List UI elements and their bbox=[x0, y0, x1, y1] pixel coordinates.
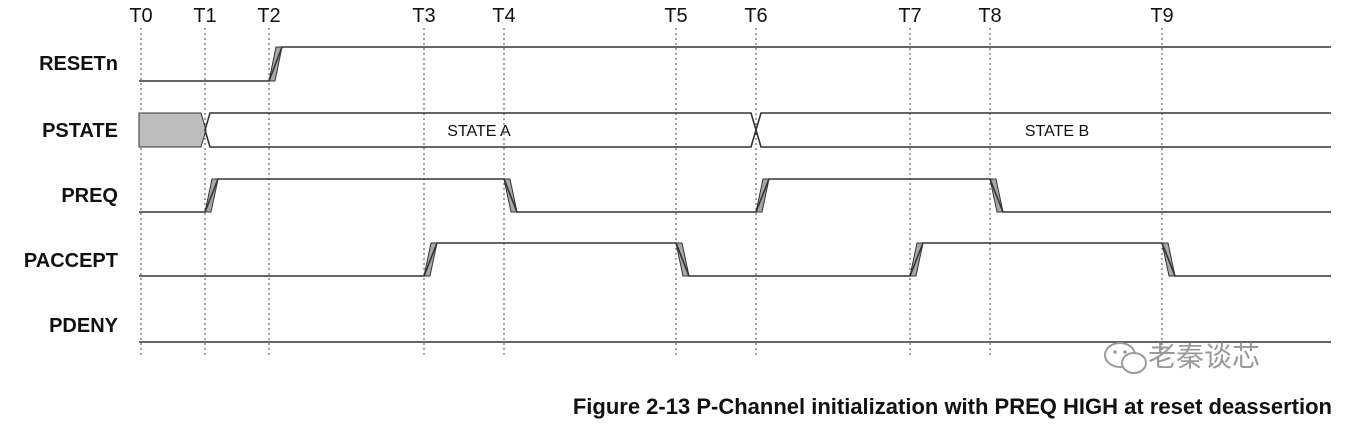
bus-unknown-region bbox=[138, 112, 207, 148]
time-gridlines bbox=[140, 28, 1163, 356]
signal-line bbox=[139, 46, 1331, 82]
signal-line bbox=[139, 242, 1331, 277]
watermark: 老秦谈芯 bbox=[1104, 340, 1260, 374]
time-marker-t7: T7 bbox=[898, 5, 921, 27]
time-marker-t5: T5 bbox=[664, 5, 687, 27]
figure-caption: Figure 2-13 P-Channel initialization wit… bbox=[573, 394, 1332, 419]
waveform-resetn bbox=[139, 46, 1331, 82]
bus-segment bbox=[755, 112, 1331, 148]
time-marker-t1: T1 bbox=[193, 5, 216, 27]
signal-label-preq: PREQ bbox=[61, 185, 118, 207]
watermark-text: 老秦谈芯 bbox=[1148, 340, 1260, 373]
signal-label-pdeny: PDENY bbox=[49, 315, 119, 337]
signal-label-resetn: RESETn bbox=[39, 53, 118, 75]
time-marker-t6: T6 bbox=[744, 5, 767, 27]
time-marker-t8: T8 bbox=[978, 5, 1001, 27]
time-marker-t3: T3 bbox=[412, 5, 435, 27]
waveform-pstate: STATE A STATE B bbox=[138, 112, 1331, 148]
waveforms: STATE A STATE B bbox=[138, 46, 1331, 343]
bus-value-label: STATE A bbox=[447, 123, 511, 140]
bus-value-label: STATE B bbox=[1025, 123, 1089, 140]
wechat-icon bbox=[1104, 342, 1147, 374]
time-marker-labels: T0 T1 T2 T3 T4 T5 T6 T7 T8 T9 bbox=[129, 5, 1173, 27]
signal-label-paccept: PACCEPT bbox=[24, 250, 118, 272]
waveform-preq bbox=[139, 178, 1331, 213]
signal-label-pstate: PSTATE bbox=[42, 120, 118, 142]
time-marker-t4: T4 bbox=[492, 5, 515, 27]
waveform-paccept bbox=[139, 242, 1331, 277]
time-marker-t9: T9 bbox=[1150, 5, 1173, 27]
time-marker-t2: T2 bbox=[257, 5, 280, 27]
time-marker-t0: T0 bbox=[129, 5, 152, 27]
signal-line bbox=[139, 178, 1331, 213]
